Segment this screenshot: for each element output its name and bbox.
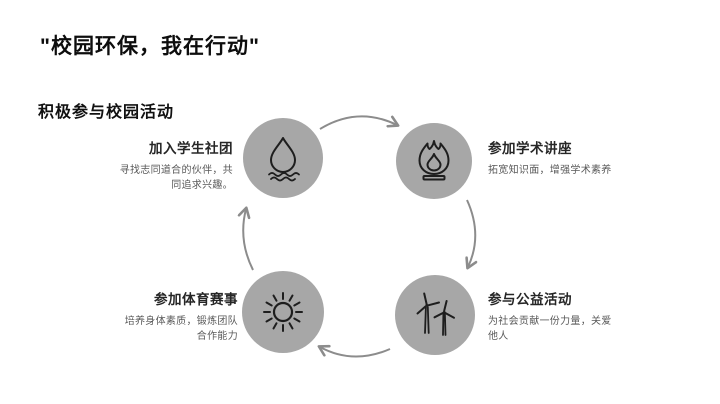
node-text-sports: 参加体育赛事 培养身体素质，锻炼团队合作能力 [116,288,238,344]
node-label: 参与公益活动 [488,292,572,307]
node-circle-charity [395,275,475,355]
wind-turbine-icon [416,292,455,336]
node-text-lectures: 参加学术讲座 拓宽知识面，增强学术素养 [488,137,638,178]
node-label: 参加学术讲座 [488,141,572,156]
slide-subtitle: 积极参与校园活动 [38,104,175,121]
node-label: 加入学生社团 [149,141,233,156]
node-text-charity: 参与公益活动 为社会贡献一份力量，关爱他人 [488,288,614,344]
node-circle-clubs [243,118,323,198]
node-text-clubs: 加入学生社团 寻找志同道合的伙伴，共同追求兴趣。 [111,137,233,193]
node-circle-sports [242,271,324,353]
sun-icon [263,292,303,332]
arrow-bottom [317,344,391,358]
node-label: 参加体育赛事 [154,292,238,307]
node-description: 为社会贡献一份力量，关爱他人 [488,316,612,342]
slide-title: "校园环保，我在行动" [40,35,260,58]
node-description: 寻找志同道合的伙伴，共同追求兴趣。 [119,165,233,191]
flame-icon [418,140,450,181]
arrow-left [237,206,254,271]
node-description: 拓宽知识面，增强学术素养 [488,165,612,176]
arrow-right [465,199,478,270]
water-drop-icon [268,137,300,182]
arrow-top [319,115,400,130]
node-circle-lectures [396,123,472,199]
node-description: 培养身体素质，锻炼团队合作能力 [124,316,238,342]
